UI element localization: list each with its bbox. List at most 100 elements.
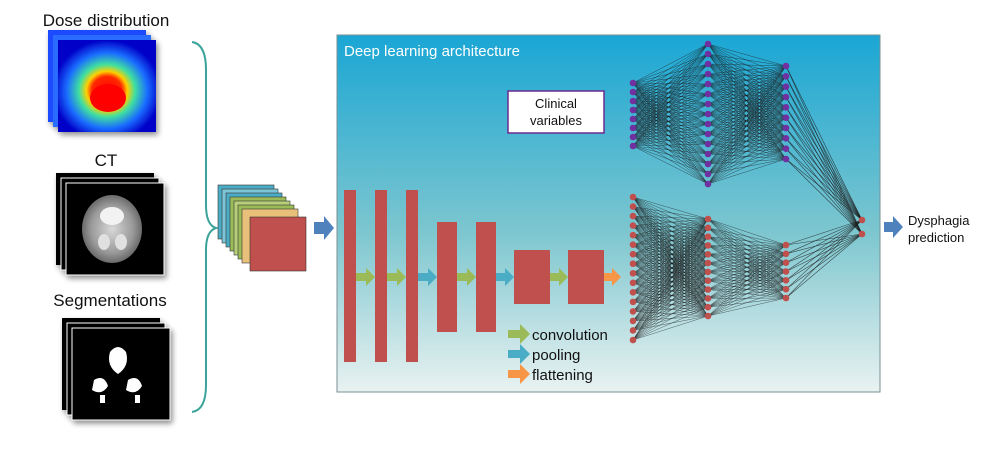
clinical-hidden-node bbox=[782, 124, 790, 132]
network-edge bbox=[632, 215, 709, 273]
clinical-hidden-node bbox=[704, 50, 712, 58]
network-edge bbox=[632, 280, 709, 284]
network-edge bbox=[632, 196, 709, 220]
network-edge bbox=[632, 289, 709, 312]
network-edge bbox=[632, 93, 709, 138]
network-edge bbox=[632, 215, 709, 255]
image-hidden-node bbox=[704, 242, 712, 249]
network-edge bbox=[632, 227, 709, 283]
network-edge bbox=[632, 273, 709, 299]
network-edge bbox=[632, 143, 709, 147]
operation-arrows bbox=[356, 268, 621, 286]
network-edge bbox=[632, 225, 709, 246]
network-edge bbox=[707, 244, 787, 299]
clinical-hidden-node bbox=[782, 104, 790, 111]
network-edge bbox=[632, 113, 709, 129]
network-edge bbox=[707, 65, 787, 185]
network-edge bbox=[632, 136, 709, 175]
network-edge bbox=[632, 254, 709, 308]
network-edge bbox=[632, 289, 709, 303]
network-edge bbox=[632, 271, 709, 312]
image-hidden-node bbox=[782, 241, 790, 249]
network-edge bbox=[785, 219, 863, 263]
legend-flattening-arrow bbox=[508, 364, 530, 384]
network-edge bbox=[785, 158, 863, 221]
network-edge bbox=[632, 280, 709, 312]
network-edge bbox=[632, 43, 709, 93]
network-edge bbox=[632, 262, 709, 274]
network-edge bbox=[632, 271, 709, 274]
network-edge bbox=[785, 107, 863, 221]
network-edge bbox=[707, 227, 787, 246]
network-edge bbox=[632, 244, 709, 255]
network-edge bbox=[632, 236, 709, 283]
network-edge bbox=[632, 262, 709, 331]
network-edge bbox=[632, 83, 709, 102]
clinical-hidden-node bbox=[704, 70, 712, 78]
network-edge bbox=[632, 263, 709, 290]
network-edge bbox=[632, 225, 709, 299]
network-edge bbox=[632, 91, 709, 95]
network-edge bbox=[632, 43, 709, 111]
flattened-feature-node bbox=[629, 269, 637, 277]
network-edge bbox=[632, 298, 709, 331]
arrow-pooling bbox=[496, 268, 514, 286]
legend-pooling-arrow bbox=[508, 344, 530, 364]
network-edge bbox=[632, 292, 709, 299]
network-edge bbox=[707, 65, 787, 145]
network-edge bbox=[632, 273, 709, 281]
network-edge bbox=[785, 148, 863, 221]
network-edge bbox=[632, 93, 709, 111]
network-edge bbox=[632, 262, 709, 284]
network-edge bbox=[632, 280, 709, 341]
network-edge bbox=[632, 145, 709, 185]
ct-stack bbox=[56, 173, 165, 276]
arrow-convolution bbox=[550, 268, 568, 286]
network-edge bbox=[785, 86, 863, 235]
segmentations-stack bbox=[62, 318, 171, 421]
network-edge bbox=[632, 280, 709, 331]
network-edge bbox=[632, 234, 709, 308]
network-edge bbox=[632, 136, 709, 155]
network-edge bbox=[632, 263, 709, 299]
network-edge bbox=[632, 282, 709, 299]
network-edge bbox=[632, 234, 709, 317]
network-edge bbox=[632, 103, 709, 111]
network-edge bbox=[632, 306, 709, 312]
conv-layer-7 bbox=[568, 250, 604, 304]
network-edge bbox=[632, 306, 709, 331]
network-edge bbox=[632, 73, 709, 120]
network-edge bbox=[632, 245, 709, 284]
network-edge bbox=[632, 136, 709, 145]
network-edge bbox=[632, 245, 709, 303]
network-edge bbox=[632, 215, 709, 317]
network-edge bbox=[785, 117, 863, 221]
network-edge bbox=[632, 113, 709, 120]
network-edge bbox=[632, 254, 709, 299]
network-edge bbox=[707, 65, 787, 75]
network-edge bbox=[632, 234, 709, 237]
dysphagia-prediction-label: prediction bbox=[908, 230, 964, 245]
network-edge bbox=[632, 254, 709, 322]
image-hidden-node bbox=[704, 215, 712, 223]
input-arrow bbox=[314, 216, 334, 240]
network-edge bbox=[632, 63, 709, 111]
image-hidden-node bbox=[704, 268, 712, 276]
network-edge bbox=[632, 225, 709, 229]
network-edge bbox=[632, 91, 709, 125]
network-edge bbox=[632, 263, 709, 281]
network-edge bbox=[632, 215, 709, 281]
image-hidden-node bbox=[782, 259, 790, 266]
network-edge bbox=[632, 227, 709, 255]
image-hidden-node bbox=[704, 312, 712, 320]
network-edge bbox=[707, 158, 787, 185]
network-edge bbox=[707, 65, 787, 165]
cnn-layers bbox=[344, 190, 604, 362]
network-edge bbox=[632, 113, 709, 138]
clinical-input-node bbox=[629, 133, 637, 141]
network-edge bbox=[632, 215, 709, 220]
network-edge bbox=[707, 218, 787, 246]
clinical-hidden-node bbox=[704, 160, 712, 168]
network-edge bbox=[632, 262, 709, 341]
network-edge bbox=[632, 306, 709, 341]
